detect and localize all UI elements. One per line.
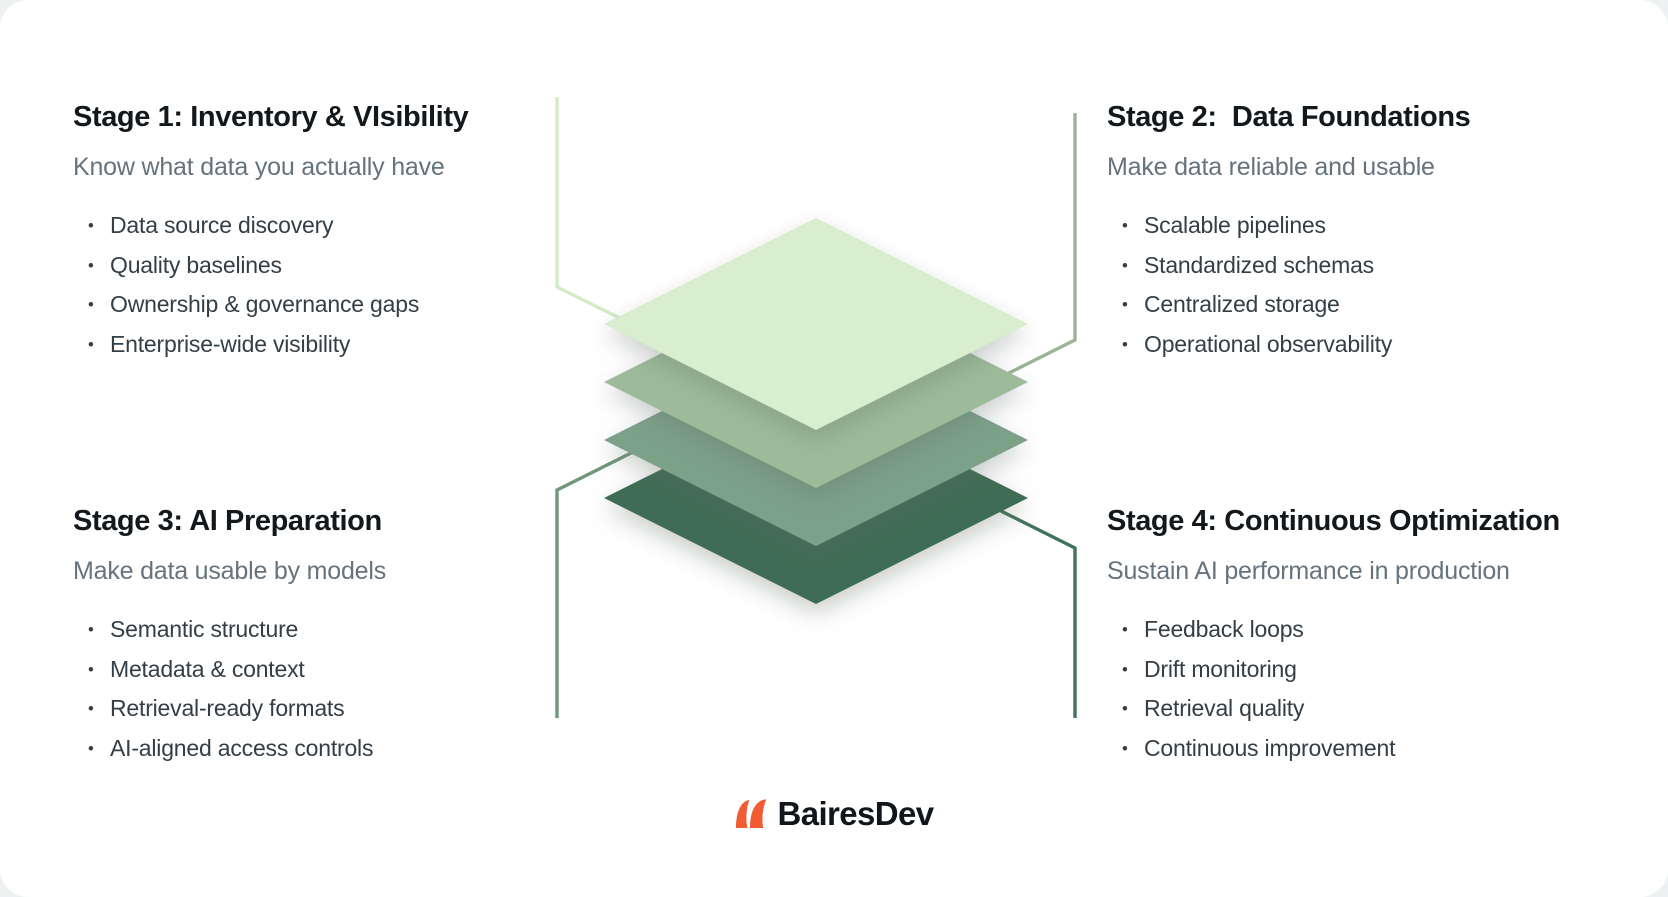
brand-logo: BairesDev bbox=[734, 795, 934, 833]
stack-layer-1 bbox=[604, 218, 1028, 430]
stage-1-bullet: Data source discovery bbox=[73, 206, 551, 246]
stage-2-bullet: Standardized schemas bbox=[1107, 246, 1585, 286]
stage-2-bullet: Centralized storage bbox=[1107, 285, 1585, 325]
stage-3-bullet: Semantic structure bbox=[73, 610, 551, 650]
brand-name: BairesDev bbox=[777, 795, 934, 832]
logo-petal-right bbox=[749, 799, 767, 829]
stage-1-bullet-list: Data source discovery Quality baselines … bbox=[73, 206, 551, 364]
stage-3-title: Stage 3: AI Preparation bbox=[73, 505, 382, 537]
stage-4-title: Stage 4: Continuous Optimization bbox=[1107, 505, 1560, 537]
connector-stage-4 bbox=[954, 486, 1077, 718]
stage-3-bullet: Retrieval-ready formats bbox=[73, 689, 551, 729]
connector-stage-1 bbox=[555, 97, 651, 335]
bairesdev-logo-icon bbox=[735, 799, 767, 829]
stack-layer-3 bbox=[604, 334, 1028, 546]
stage-3-block: Stage 3: AI Preparation Make data usable… bbox=[73, 500, 551, 768]
stage-3-bullet: Metadata & context bbox=[73, 650, 551, 690]
stage-1-bullet: Enterprise-wide visibility bbox=[73, 325, 551, 365]
stage-2-bullet-list: Scalable pipelines Standardized schemas … bbox=[1107, 206, 1585, 364]
stage-3-bullet: AI-aligned access controls bbox=[73, 729, 551, 769]
stage-1-bullet: Ownership & governance gaps bbox=[73, 285, 551, 325]
stage-2-bullet: Operational observability bbox=[1107, 325, 1585, 365]
stage-4-subtitle: Sustain AI performance in production bbox=[1107, 557, 1510, 585]
stack-layer-4 bbox=[604, 392, 1028, 604]
stage-4-bullet: Feedback loops bbox=[1107, 610, 1585, 650]
stage-4-bullet: Continuous improvement bbox=[1107, 729, 1585, 769]
stage-2-block: Stage 2: Data Foundations Make data reli… bbox=[1107, 96, 1585, 364]
stage-3-subtitle: Make data usable by models bbox=[73, 557, 387, 585]
logo-petal-left bbox=[735, 799, 750, 829]
stage-3-bullet-list: Semantic structure Metadata & context Re… bbox=[73, 610, 551, 768]
stage-1-subtitle: Know what data you actually have bbox=[73, 153, 445, 181]
stage-4-bullet: Drift monitoring bbox=[1107, 650, 1585, 690]
stage-1-bullet: Quality baselines bbox=[73, 246, 551, 286]
connector-stage-2 bbox=[969, 113, 1077, 395]
stage-2-subtitle: Make data reliable and usable bbox=[1107, 153, 1435, 181]
stack-layer-2 bbox=[604, 276, 1028, 488]
stage-2-bullet: Scalable pipelines bbox=[1107, 206, 1585, 246]
stage-1-block: Stage 1: Inventory & VIsibility Know wha… bbox=[73, 96, 551, 364]
stage-1-title: Stage 1: Inventory & VIsibility bbox=[73, 101, 469, 133]
stage-4-block: Stage 4: Continuous Optimization Sustain… bbox=[1107, 500, 1585, 768]
stage-4-bullet-list: Feedback loops Drift monitoring Retrieva… bbox=[1107, 610, 1585, 768]
stage-4-bullet: Retrieval quality bbox=[1107, 689, 1585, 729]
stage-2-title: Stage 2: Data Foundations bbox=[1107, 101, 1471, 133]
connector-stage-3 bbox=[555, 427, 679, 718]
